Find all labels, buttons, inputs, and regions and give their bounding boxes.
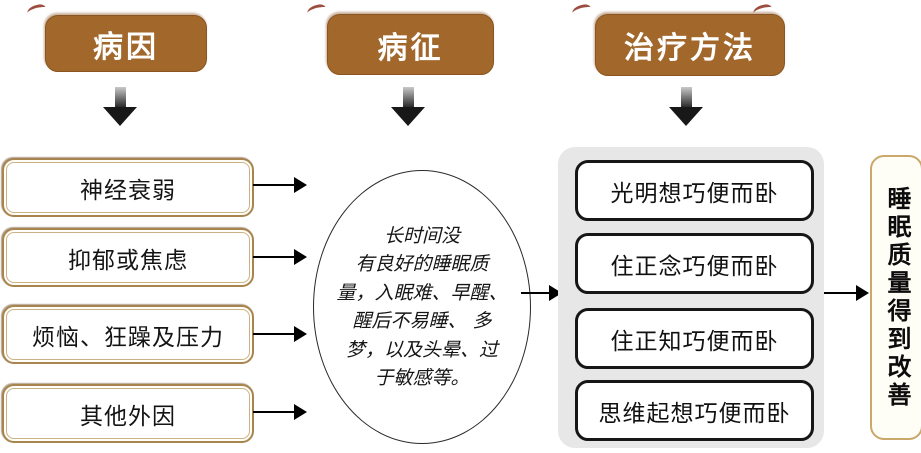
arrow-head: [294, 326, 307, 342]
treatment-panel: 光明想巧便而卧 住正念巧便而卧 住正知巧便而卧 思维起想巧便而卧: [558, 147, 824, 448]
treatment-box-right-awareness: 住正知巧便而卧: [575, 308, 814, 369]
arrow-head: [856, 285, 869, 301]
symptom-ellipse: 长时间没 有良好的睡眠质 量，入眠难、早醒、 醒后不易睡、 多 梦，以及头晕、过…: [313, 170, 531, 444]
cause-box-other-external: 其他外因: [2, 384, 254, 443]
arrow-head: [294, 404, 307, 420]
right-arrow-icon: [253, 404, 307, 420]
arrow-line: [521, 291, 549, 295]
header-treatment: 治疗方法: [595, 14, 785, 76]
arrow-stem: [680, 87, 692, 107]
right-arrow-icon: [253, 326, 307, 342]
artifact-mark: [306, 3, 327, 18]
right-arrow-icon: [253, 249, 307, 265]
header-cause: 病因: [45, 15, 207, 72]
treatment-box-light-visualization: 光明想巧便而卧: [575, 160, 814, 221]
arrow-stem: [402, 87, 414, 107]
arrow-line: [253, 410, 294, 414]
arrow-stem: [114, 87, 126, 107]
outcome-text: 睡眠质量得到改善: [883, 185, 910, 410]
outcome-box: 睡眠质量得到改善: [870, 155, 921, 440]
artifact-mark: [571, 3, 592, 18]
arrow-line: [824, 291, 856, 295]
down-arrow-icon: [669, 87, 703, 126]
arrow-line: [253, 255, 294, 259]
arrow-head: [294, 249, 307, 265]
arrow-line: [253, 332, 294, 336]
symptom-text: 长时间没 有良好的睡眠质 量，入眠难、早醒、 醒后不易睡、 多 梦，以及头晕、过…: [336, 224, 508, 390]
treatment-box-right-mindfulness: 住正念巧便而卧: [575, 233, 814, 294]
cause-box-worry-mania-stress: 烦恼、狂躁及压力: [2, 305, 254, 364]
down-arrow-icon: [103, 87, 137, 126]
artifact-mark: [26, 3, 47, 18]
right-arrow-icon: [521, 285, 562, 301]
arrow-head: [294, 177, 307, 193]
down-arrow-icon: [391, 87, 425, 126]
arrow-head: [103, 107, 137, 126]
cause-box-neurasthenia: 神经衰弱: [2, 158, 254, 217]
treatment-box-arising-thought: 思维起想巧便而卧: [575, 380, 814, 441]
arrow-line: [253, 183, 294, 187]
arrow-head: [391, 107, 425, 126]
cause-box-depression-anxiety: 抑郁或焦虑: [2, 228, 254, 287]
right-arrow-icon: [824, 285, 869, 301]
right-arrow-icon: [253, 177, 307, 193]
arrow-head: [669, 107, 703, 126]
header-symptom: 病征: [327, 14, 494, 75]
